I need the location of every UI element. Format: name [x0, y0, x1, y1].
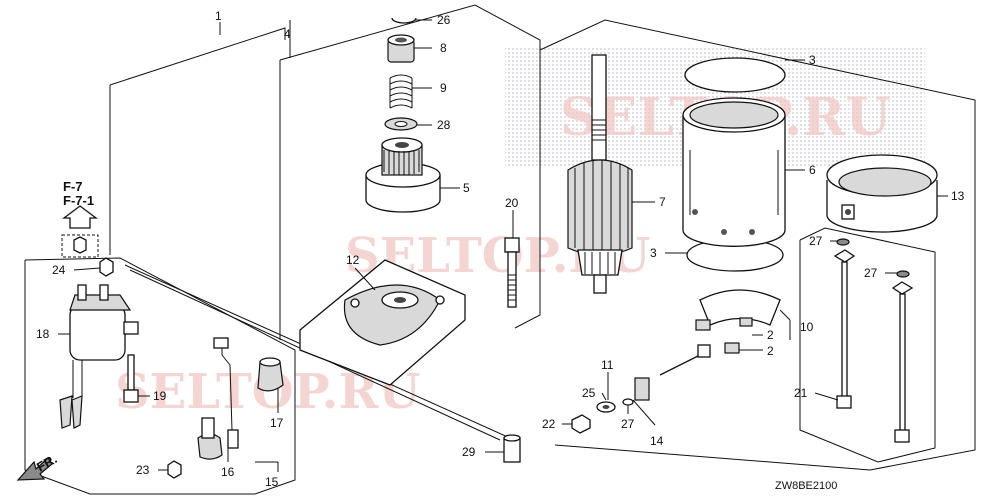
callout-25: 25 [582, 386, 596, 400]
callout-3-top: 3 [809, 53, 816, 67]
front-cover-12 [299, 259, 466, 386]
washer-28 [384, 117, 418, 131]
nut-23 [167, 460, 182, 479]
through-bolt-21-a [833, 249, 856, 409]
through-bolt-box [799, 227, 936, 463]
armature-7 [567, 54, 633, 294]
group-4-box [279, 4, 541, 329]
callout-20: 20 [505, 196, 519, 210]
terminal-boot-15 [197, 417, 223, 460]
reference-nut-icon [73, 236, 87, 254]
group-1-bracket [109, 27, 286, 86]
ref-group-line-1: F-7 [63, 179, 83, 194]
callout-21: 21 [794, 386, 808, 400]
callout-9: 9 [440, 81, 447, 95]
reference-box [61, 234, 99, 258]
callout-3-bottom: 3 [650, 246, 657, 260]
callout-15: 15 [265, 475, 279, 489]
snap-ring-26 [391, 17, 417, 24]
brush-holder-10 [695, 289, 781, 354]
starter-drive-pinion-5 [365, 137, 441, 213]
callout-10: 10 [800, 320, 814, 334]
stop-collar-8 [387, 34, 415, 63]
spring-9 [389, 74, 413, 109]
callout-16: 16 [221, 465, 235, 479]
callout-24: 24 [52, 263, 66, 277]
callout-1: 1 [215, 9, 222, 23]
bolt-19 [123, 354, 139, 403]
terminal-set-14 [571, 344, 711, 434]
callout-14: 14 [650, 434, 664, 448]
callout-26: 26 [437, 13, 451, 27]
callout-numbers: 1 4 26 8 9 28 5 20 12 3 6 7 3 13 27 27 1… [36, 9, 965, 489]
leader-lines [58, 19, 948, 472]
callout-8: 8 [440, 41, 447, 55]
bolt-20 [504, 237, 520, 308]
callout-12: 12 [346, 253, 360, 267]
callout-29: 29 [462, 445, 476, 459]
callout-5: 5 [463, 181, 470, 195]
callout-27-a: 27 [809, 234, 823, 248]
yoke-6 [682, 97, 786, 247]
callout-11: 11 [601, 358, 614, 372]
callout-23: 23 [136, 463, 150, 477]
callout-17: 17 [270, 416, 284, 430]
callout-2-a: 2 [767, 328, 774, 342]
starter-cable-16 [213, 337, 239, 449]
callout-2-b: 2 [767, 344, 774, 358]
callout-13: 13 [951, 189, 965, 203]
washer-27-a [836, 238, 850, 246]
callout-19: 19 [153, 389, 167, 403]
callout-22: 22 [542, 417, 556, 431]
o-ring-3-top [684, 57, 786, 93]
nut-24 [99, 257, 114, 277]
diagram-code: ZW8BE2100 [775, 480, 837, 492]
through-bolt-21-b [891, 281, 914, 443]
callout-27-b: 27 [864, 266, 878, 280]
callout-27-c: 27 [621, 417, 635, 431]
callout-7: 7 [659, 195, 666, 209]
callout-28: 28 [437, 118, 451, 132]
callout-6: 6 [809, 163, 816, 177]
cap-29 [503, 434, 521, 463]
ref-group-line-2: F-7-1 [63, 193, 94, 208]
solenoid-switch-18 [59, 284, 139, 429]
armature-group-box [539, 19, 976, 471]
terminal-boot-17 [257, 357, 284, 392]
callout-18: 18 [36, 327, 50, 341]
callout-4: 4 [284, 27, 291, 41]
washer-27-b [896, 270, 910, 278]
arrow-up-icon [62, 205, 98, 229]
front-direction-arrow-icon [16, 457, 53, 481]
rear-cover-13 [826, 154, 938, 233]
